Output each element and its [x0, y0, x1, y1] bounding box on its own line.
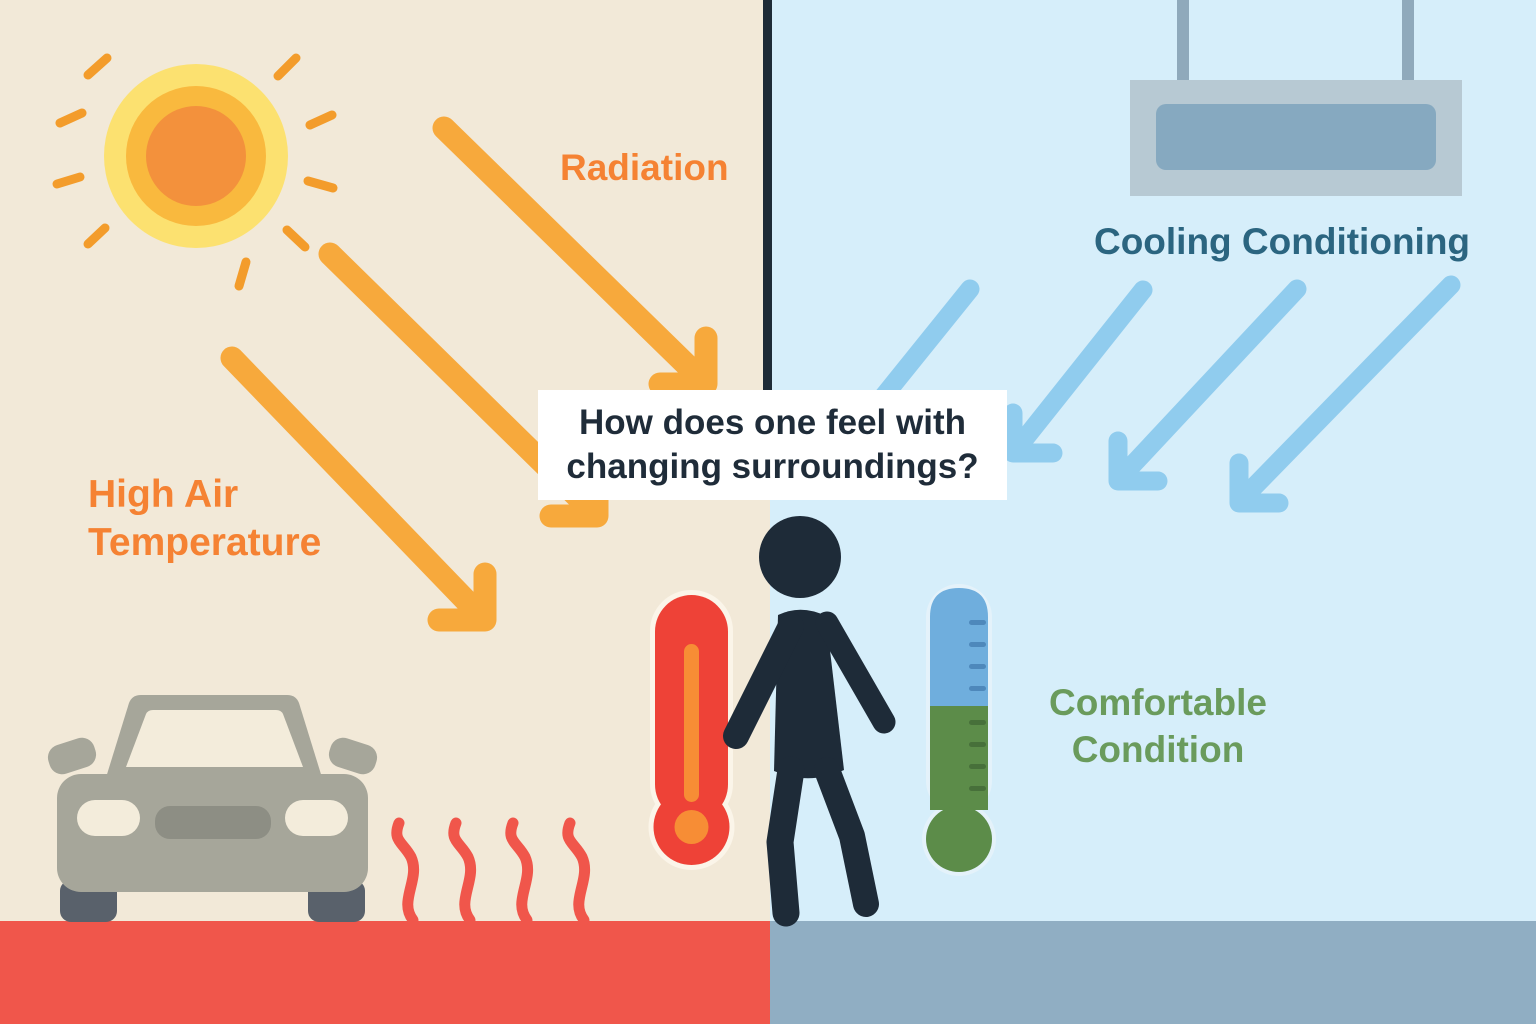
tick-mark [969, 664, 986, 669]
thermometer-stem-bulb [674, 810, 709, 844]
thermometer-top [930, 588, 988, 706]
tick-mark [969, 742, 986, 747]
tick-mark [969, 686, 986, 691]
ac-hanger-rod-left [1177, 0, 1189, 84]
cool-air-arrow-icon [1108, 279, 1307, 491]
person-leg-back [814, 757, 879, 917]
sun-ray [305, 110, 337, 130]
tick-mark [969, 720, 986, 725]
sun-ray [83, 223, 110, 249]
question-box: How does one feel with changing surround… [538, 390, 1007, 500]
radiation-arrow-icon [220, 346, 497, 632]
person-leg-front [766, 756, 805, 927]
sun-ray [234, 257, 251, 291]
cool-air-arrow-icon [1003, 280, 1153, 463]
arrow-shaft [1009, 280, 1153, 456]
arrow-head [1003, 403, 1063, 463]
arrow-head [1229, 453, 1289, 513]
sun-ray [55, 108, 87, 128]
ac-unit-icon [1130, 0, 1462, 196]
arrow-shaft [1235, 275, 1461, 506]
heat-wave-icon [391, 817, 591, 926]
ac-vent [1156, 104, 1436, 170]
sun-rays [52, 53, 338, 291]
arrow-head [427, 562, 497, 632]
car-headlight-right [285, 800, 348, 836]
comfortable-condition-label: Comfortable Condition [1022, 679, 1294, 773]
arrow-shaft [1114, 279, 1307, 484]
sun-ray [52, 172, 85, 189]
heat-wave [448, 817, 477, 926]
sun-icon [52, 53, 338, 291]
car-headlight-left [77, 800, 140, 836]
ac-hanger-rod-right [1402, 0, 1414, 84]
radiation-arrow-icon [432, 116, 718, 396]
car-grille [155, 806, 271, 839]
thermometer-ticks [969, 620, 986, 791]
cooling-conditioning-label: Cooling Conditioning [1093, 221, 1471, 262]
hot-ground [0, 921, 770, 1024]
high-air-temperature-line2: Temperature [88, 521, 322, 564]
car-icon [47, 695, 378, 922]
sun-ray [303, 176, 338, 193]
sun-ray [273, 53, 301, 81]
car-mirror-left [47, 737, 97, 775]
person-limbs [723, 611, 896, 927]
comfortable-condition-line2: Condition [1071, 729, 1245, 770]
cool-air-arrow-icon [1229, 275, 1461, 513]
person-arm-right [815, 611, 896, 734]
sun-ray [83, 53, 112, 80]
cool-ground [770, 921, 1536, 1024]
high-air-temperature-label: High Air Temperature [88, 471, 321, 567]
radiation-label: Radiation [560, 147, 729, 188]
divider-line [763, 0, 772, 392]
heat-wave [562, 817, 591, 926]
tick-mark [969, 786, 986, 791]
heat-wave [505, 817, 534, 926]
tick-mark [969, 764, 986, 769]
arrow-shaft [432, 116, 711, 389]
thermometer-bulb [926, 806, 992, 872]
arrow-head [1108, 431, 1168, 491]
comfortable-condition-line1: Comfortable [1049, 682, 1267, 723]
tick-mark [969, 620, 986, 625]
cool-thermometer-icon [922, 584, 996, 876]
high-air-temperature-line1: High Air [88, 473, 239, 516]
tick-mark [969, 642, 986, 647]
person-arm-left [723, 613, 804, 749]
person-icon [723, 516, 896, 927]
car-windshield [126, 710, 303, 767]
heat-wave [391, 817, 420, 926]
thermometer-stem [684, 644, 699, 802]
sun-core-circle [146, 106, 246, 206]
arrow-head [648, 326, 718, 396]
person-head [759, 516, 841, 598]
hot-thermometer-icon [648, 590, 735, 870]
arrow-shaft [220, 346, 490, 625]
question-text: How does one feel with changing surround… [566, 403, 979, 486]
car-mirror-right [328, 737, 378, 775]
sun-ray [282, 225, 310, 252]
